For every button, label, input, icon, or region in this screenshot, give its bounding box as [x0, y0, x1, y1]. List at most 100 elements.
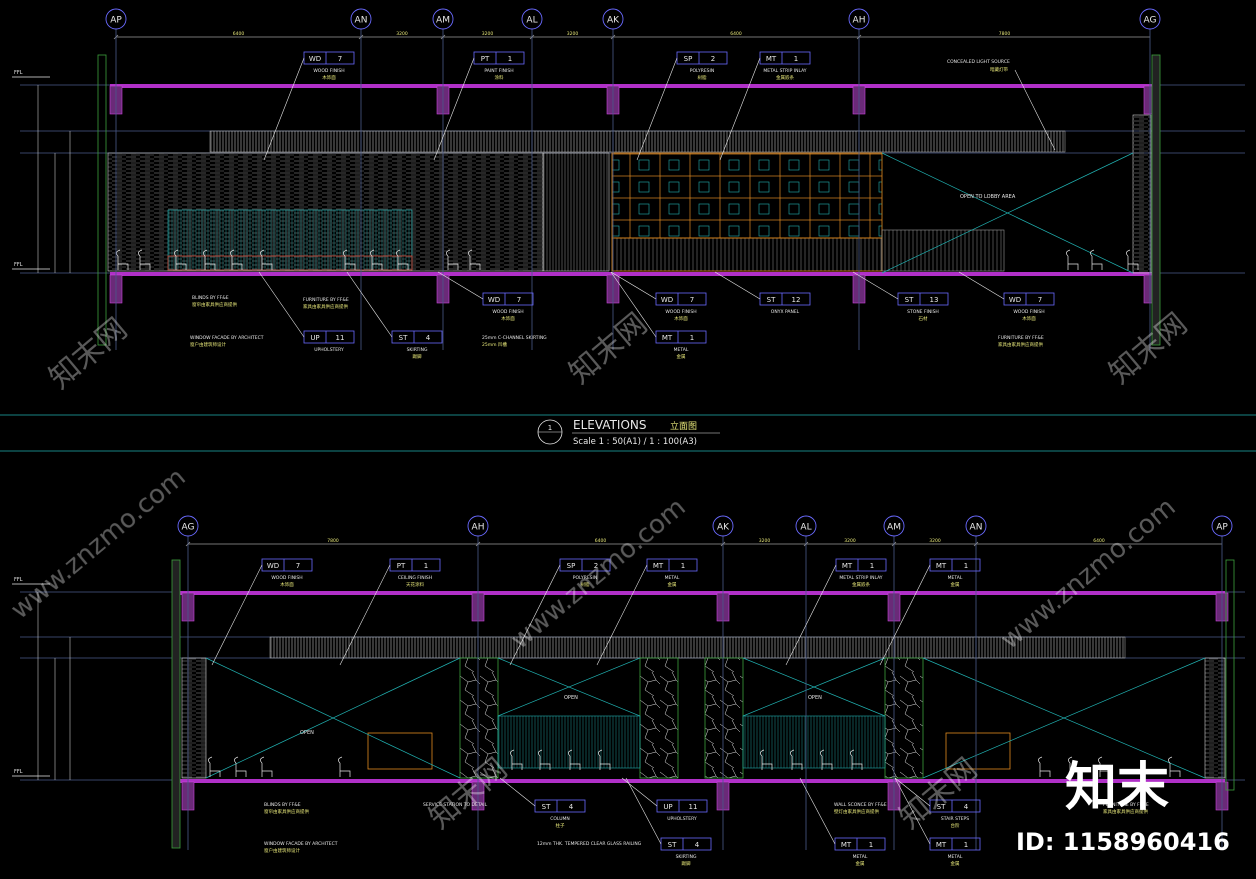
left-wall	[97, 54, 107, 346]
dim-label: 6400	[1093, 538, 1105, 544]
leader-line	[636, 57, 678, 161]
callout-label: UPHOLSTERY	[314, 347, 344, 353]
dim-label: 3200	[396, 31, 408, 37]
chair	[203, 249, 216, 270]
chair	[260, 756, 273, 777]
callout-label: METAL	[674, 347, 689, 353]
callout-code: UP	[663, 803, 672, 811]
leader-line	[610, 271, 657, 338]
bottom-level-marks: FFL FFL	[12, 577, 71, 780]
dim-label: 3200	[482, 31, 494, 37]
callout-code: UP	[310, 334, 319, 342]
callout-num: 1	[690, 334, 694, 342]
callout-code: ST	[905, 296, 914, 304]
open-cross	[497, 657, 641, 717]
gridline-label: AH	[853, 16, 866, 26]
bar-counter	[611, 237, 883, 272]
gridline-label: AM	[436, 16, 450, 26]
callout-num: 1	[869, 841, 873, 849]
gridline-bubble	[105, 8, 127, 30]
callout-code: WD	[309, 55, 321, 63]
callout-label-cn: 树脂	[698, 74, 707, 81]
chair	[396, 249, 409, 270]
callout-code: WD	[488, 296, 500, 304]
chair	[538, 749, 551, 770]
callout-label: METAL	[853, 854, 868, 860]
callout-num: 1	[964, 841, 968, 849]
callout-label-cn: 金属嵌条	[852, 581, 870, 588]
gridline-label: AN	[970, 523, 983, 533]
leader-line	[263, 57, 305, 161]
note-text: WINDOW FACADE BY ARCHITECT	[264, 841, 338, 847]
title-block: 1 ELEVATIONS 立面图 Scale 1 : 50(A1) / 1 : …	[537, 418, 720, 447]
leader-line	[339, 564, 391, 666]
callout-label: SKIRTING	[407, 347, 428, 353]
dim-label: 6400	[233, 31, 245, 37]
right-wall	[1151, 54, 1161, 346]
callout-label: POLYRESIN	[573, 575, 597, 581]
chair	[208, 756, 221, 777]
callout-label: METAL	[948, 575, 963, 581]
onyx-panel	[881, 229, 1005, 272]
glass-partition	[167, 209, 413, 271]
note-text-cn: 家具由家具供应商提供	[1103, 808, 1148, 815]
note-text: FURNITURE BY FF&E	[1103, 802, 1149, 808]
dim-label: 7800	[327, 538, 339, 544]
open-cross	[881, 152, 1134, 274]
leader-line	[621, 777, 658, 807]
gridline-label: AL	[800, 523, 811, 533]
callout-label: POLYRESIN	[690, 68, 714, 74]
callout-label-cn: 踢脚	[413, 353, 422, 360]
right-column-wood-bottom	[1204, 657, 1226, 779]
service-station	[367, 732, 433, 770]
note-text-cn: 25mm 凹槽	[482, 341, 507, 348]
note-text-cn: 壁灯由家具供应商提供	[834, 808, 879, 815]
callout-num: 7	[1038, 296, 1042, 304]
callout-label: METAL	[948, 854, 963, 860]
stone-column	[639, 657, 679, 779]
chair	[446, 249, 459, 270]
note-text-cn: 窗帘由家具供应商提供	[264, 808, 309, 815]
callout-label-cn: 踢脚	[682, 860, 691, 867]
callout-num: 7	[690, 296, 694, 304]
title-text-cn: 立面图	[670, 420, 697, 432]
leader-line	[610, 271, 657, 300]
gridline-bubble	[848, 8, 870, 30]
gridline-label: AH	[472, 523, 485, 533]
callout-num: 1	[964, 562, 968, 570]
callout-label-cn: 金属	[951, 581, 960, 588]
gridline-label: AG	[1144, 16, 1157, 26]
leader-line	[625, 777, 662, 845]
chair	[510, 749, 523, 770]
leader-line	[433, 57, 475, 161]
chair	[230, 249, 243, 270]
chair	[1126, 249, 1139, 270]
gridline-bubble	[883, 515, 905, 537]
callout-label-cn: 木饰面	[501, 315, 515, 322]
callout-label-cn: 金属	[677, 353, 686, 360]
gridline-label: AG	[182, 523, 195, 533]
callout-code: MT	[841, 841, 852, 849]
callout-code: ST	[767, 296, 776, 304]
chair	[468, 249, 481, 270]
callout-label-cn: 石材	[919, 315, 928, 322]
service-station	[945, 732, 1011, 770]
callout-label-cn: 天花涂料	[406, 581, 424, 588]
callout-label: METAL	[665, 575, 680, 581]
level-label: FFL	[14, 769, 23, 775]
note-text: SERVICE STATION TO DETAIL	[423, 802, 488, 808]
chair	[338, 756, 351, 777]
note-text-cn: 家具由家具供应商提供	[303, 303, 348, 310]
chair	[760, 749, 773, 770]
note-text: BLINDS BY FF&E	[192, 295, 229, 301]
callout-code: WD	[1009, 296, 1021, 304]
open-label: OPEN	[564, 695, 578, 701]
callout-num: 1	[424, 562, 428, 570]
note-text-cn: 家具由家具供应商提供	[998, 341, 1043, 348]
note-text-cn: 窗户由建筑师设计	[264, 847, 300, 854]
open-lobby-label: OPEN TO LOBBY AREA	[960, 194, 1016, 200]
callout-code: ST	[937, 803, 946, 811]
